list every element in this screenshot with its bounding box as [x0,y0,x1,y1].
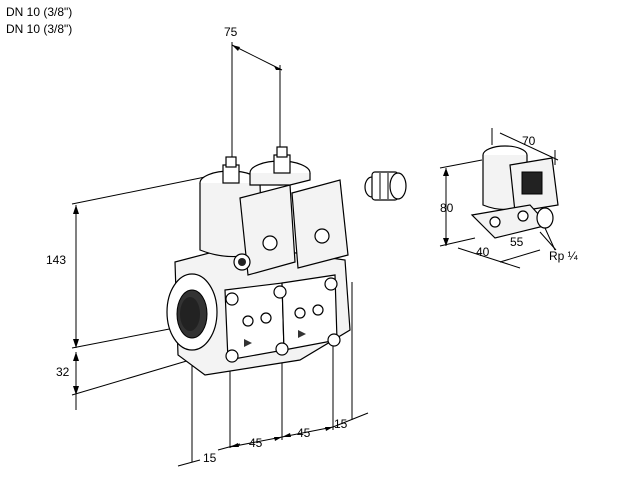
dim-label-45-b: 45 [297,426,311,440]
dim-label-45-a: 45 [249,436,263,450]
header-text: DN 10 (3/8") DN 10 (3/8") [6,4,72,38]
dim-bottom-chain: 15 45 45 15 [177,282,369,467]
dim-small-height: 80 [439,159,483,247]
dim-label-15-right: 15 [334,417,348,431]
header-line-2: DN 10 (3/8") [6,22,73,36]
dim-label-143: 143 [46,253,66,267]
double-valve-assembly [166,146,351,376]
dim-label-80: 80 [440,201,454,215]
dim-small-depth: 40 55 Rp ¼ [457,227,579,269]
dim-small-width: 70 [491,128,559,165]
dim-label-15-bottom: 15 [203,451,217,465]
dim-label-rp: Rp ¼ [549,249,579,263]
cable-gland [364,171,407,201]
dim-label-32: 32 [56,365,70,379]
dim-label-75: 75 [224,25,238,39]
dim-height-lower: 32 [56,352,191,410]
dim-label-55: 55 [510,235,524,249]
header-line-1: DN 10 (3/8") [6,5,73,19]
dim-label-70: 70 [522,134,536,148]
small-valve [470,145,559,239]
dim-label-40: 40 [476,245,490,259]
